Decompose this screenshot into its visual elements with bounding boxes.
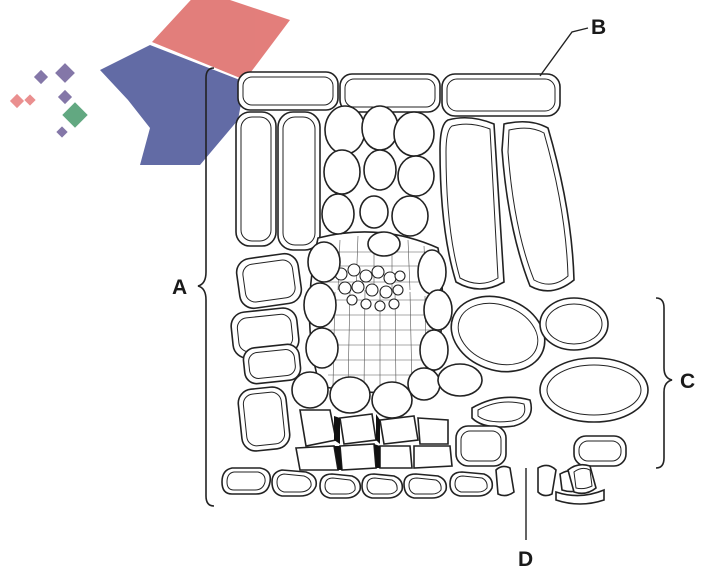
upper-epidermis: [238, 72, 560, 116]
label-d: D: [518, 548, 533, 571]
lower-epidermis: [222, 465, 604, 504]
label-c: C: [680, 370, 695, 393]
label-a: A: [172, 276, 187, 299]
watermark-purple-square-4: [56, 126, 67, 137]
palisade-left: [236, 112, 320, 250]
watermark-purple-square-2: [34, 70, 48, 84]
watermark-pink-square-2: [24, 94, 35, 105]
watermark-pink-square: [10, 94, 24, 108]
watermark-purple-square-3: [58, 90, 72, 104]
bracket-c: [656, 298, 672, 468]
palisade-right: [440, 118, 574, 291]
label-b: B: [591, 16, 606, 39]
spongy-left: [230, 252, 303, 452]
watermark-green-square: [62, 102, 87, 127]
lower-mesophyll-cluster: [296, 410, 452, 470]
watermark-purple-square-1: [55, 63, 75, 83]
leader-b: [540, 28, 588, 76]
